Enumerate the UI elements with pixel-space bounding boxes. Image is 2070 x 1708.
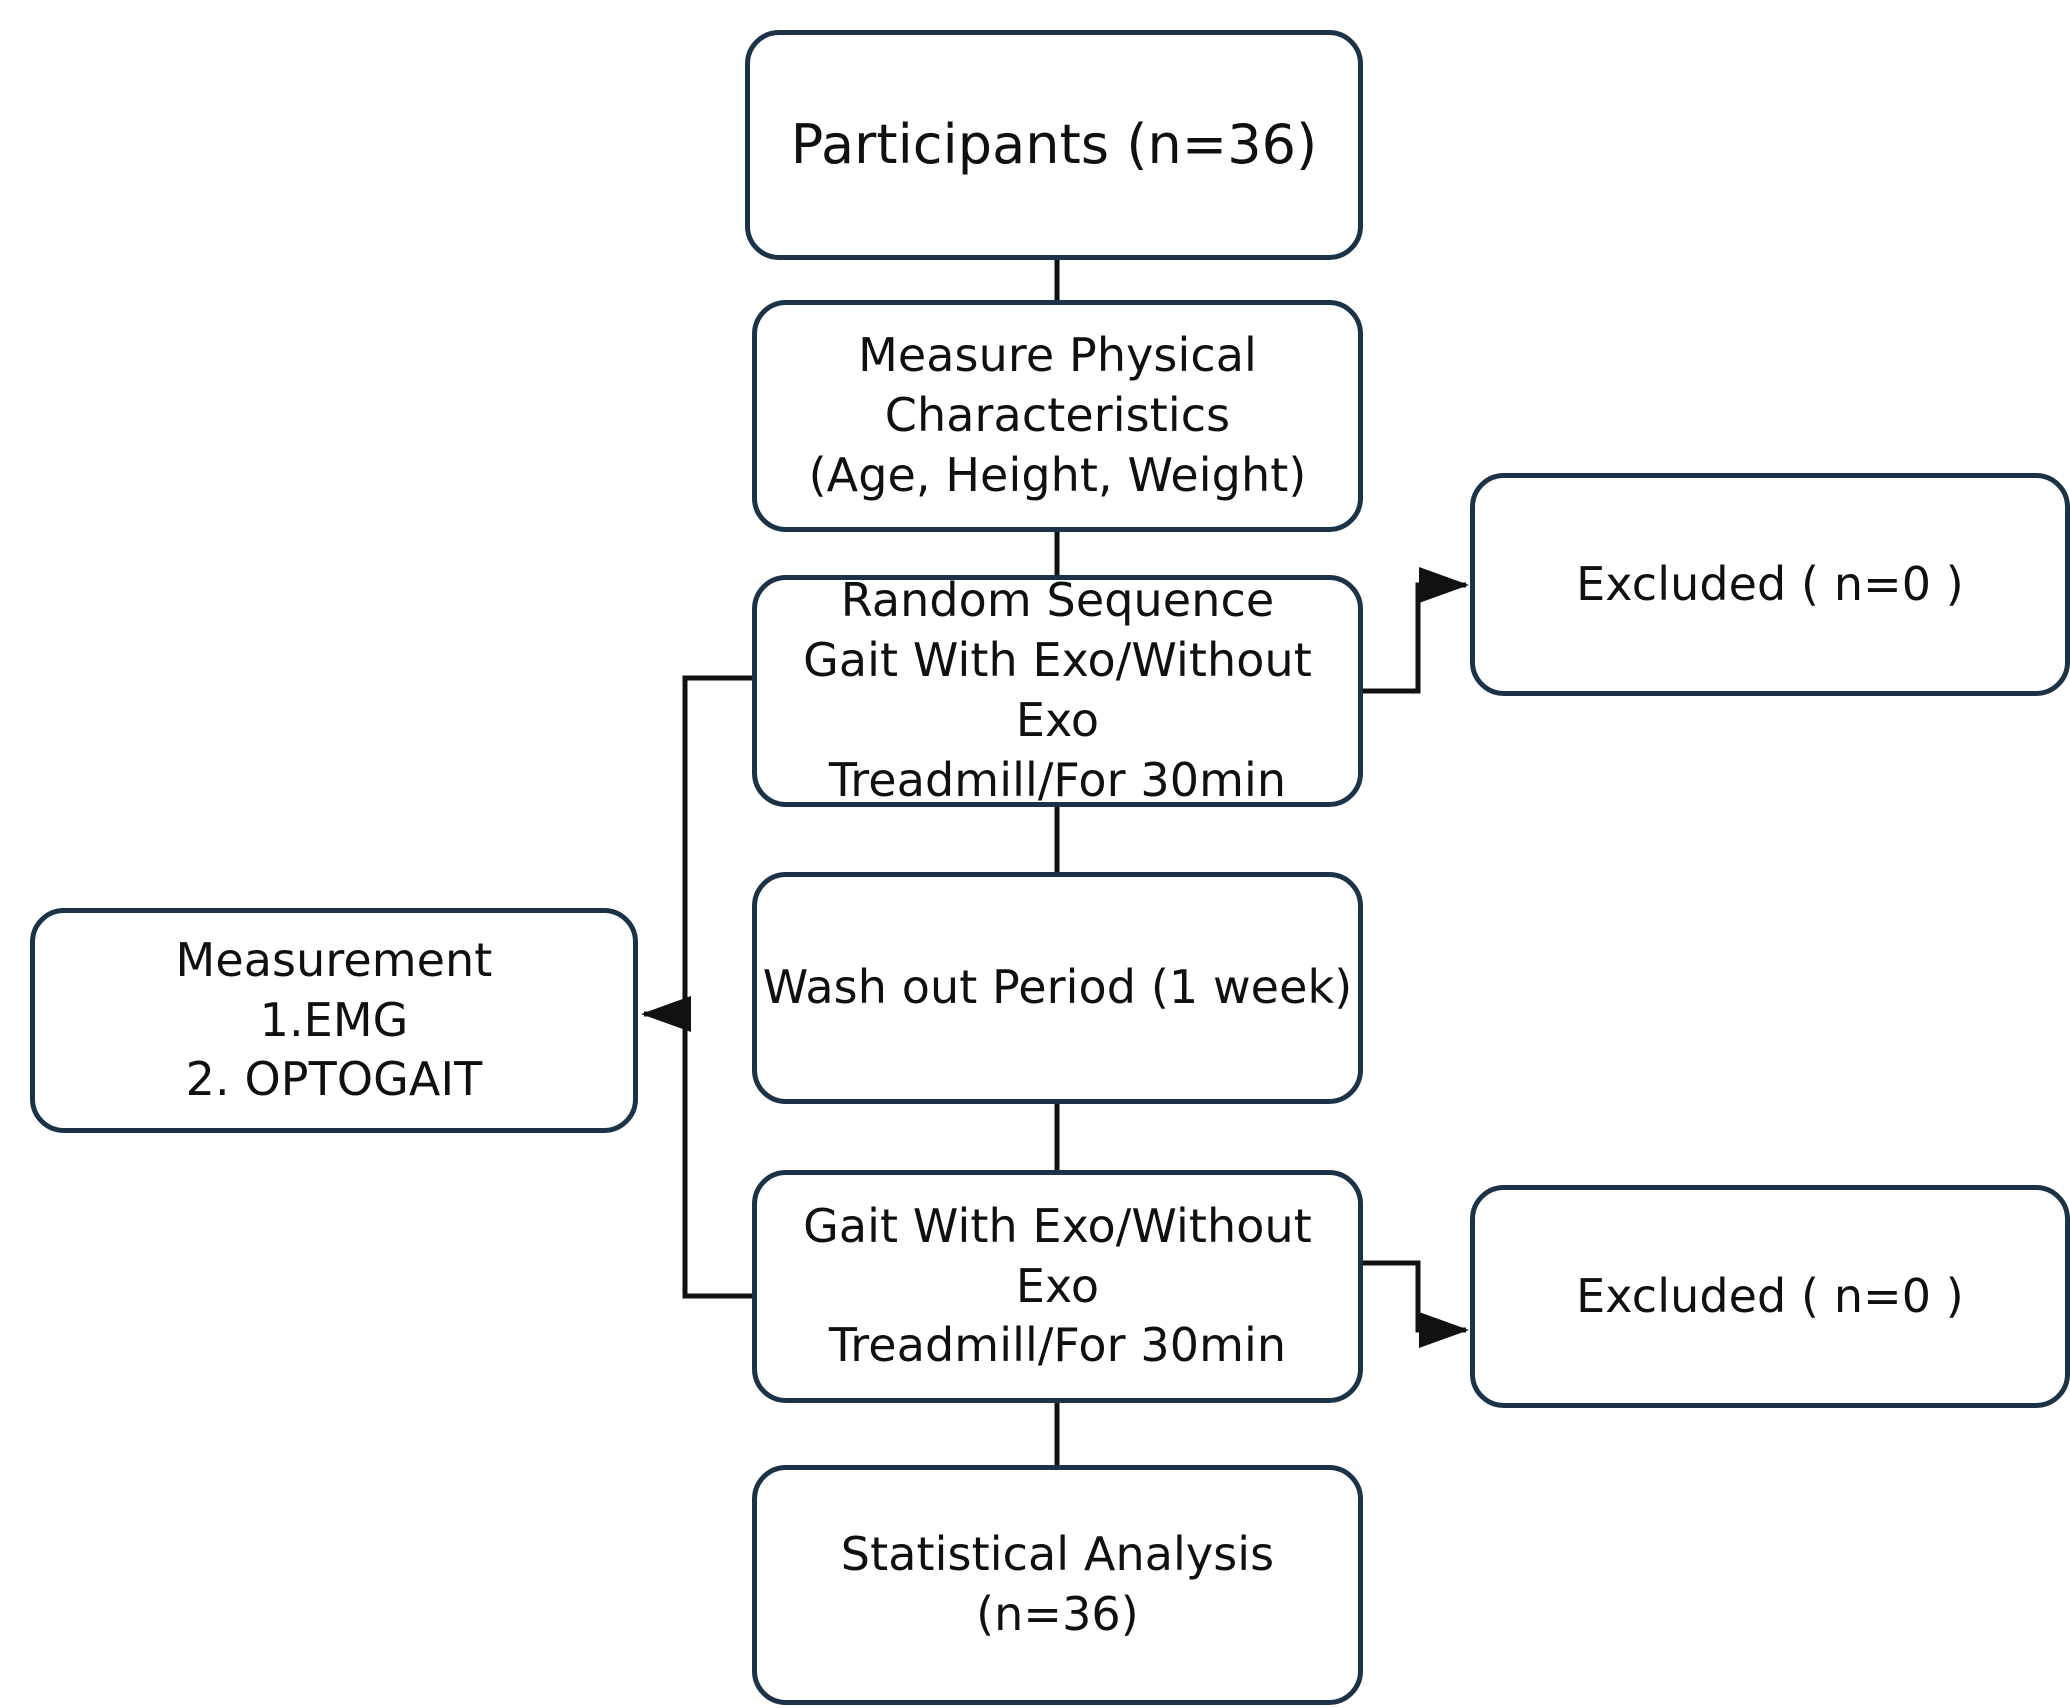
node-measurement-label: Measurement 1.EMG 2. OPTOGAIT: [175, 932, 493, 1107]
node-excluded-second-label: Excluded ( n=0 ): [1576, 1268, 1964, 1323]
node-gait-second-session[interactable]: Gait With Exo/Without Exo Treadmill/For …: [752, 1170, 1363, 1403]
node-wash-out-period[interactable]: Wash out Period (1 week): [752, 872, 1363, 1104]
node-random-sequence-label: Random Sequence Gait With Exo/Without Ex…: [803, 573, 1312, 807]
node-excluded-first[interactable]: Excluded ( n=0 ): [1470, 473, 2070, 696]
node-gait-second-session-label: Gait With Exo/Without Exo Treadmill/For …: [803, 1198, 1312, 1373]
connector-gait2-to-excluded-2: [1363, 1260, 1470, 1348]
connector-random-to-excluded-1: [1363, 567, 1470, 694]
node-measurement[interactable]: Measurement 1.EMG 2. OPTOGAIT: [30, 908, 638, 1133]
node-participants[interactable]: Participants (n=36): [745, 30, 1363, 260]
node-excluded-first-label: Excluded ( n=0 ): [1576, 556, 1964, 611]
node-measure-physical-characteristics-label: Measure Physical Characteristics (Age, H…: [808, 328, 1307, 502]
node-statistical-analysis[interactable]: Statistical Analysis (n=36): [752, 1465, 1363, 1705]
node-statistical-analysis-label: Statistical Analysis (n=36): [840, 1527, 1275, 1641]
node-participants-label: Participants (n=36): [790, 112, 1318, 176]
node-random-sequence[interactable]: Random Sequence Gait With Exo/Without Ex…: [752, 573, 1363, 807]
node-measure-physical-characteristics[interactable]: Measure Physical Characteristics (Age, H…: [752, 300, 1363, 532]
node-excluded-second[interactable]: Excluded ( n=0 ): [1470, 1185, 2070, 1408]
node-wash-out-period-label: Wash out Period (1 week): [762, 960, 1353, 1015]
connector-protocol-left-bus: [682, 675, 752, 1299]
